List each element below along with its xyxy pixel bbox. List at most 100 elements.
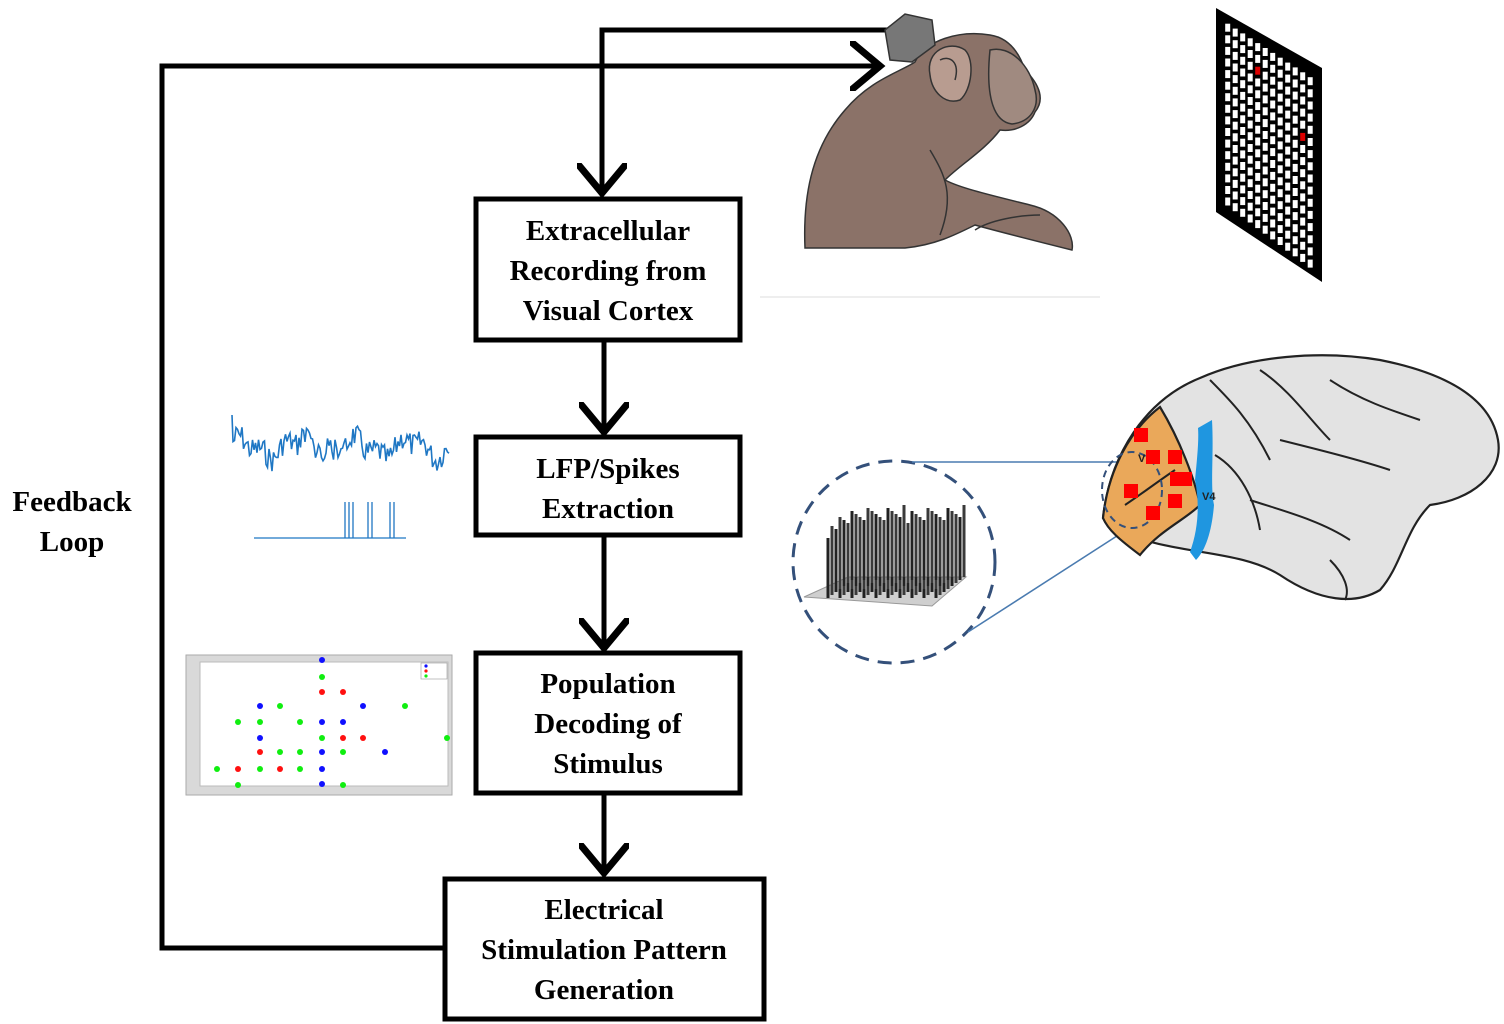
stimulus-grid-cell — [1247, 38, 1253, 47]
scatter-dot — [319, 735, 325, 741]
stimulus-grid-cell — [1277, 105, 1283, 114]
stimulus-grid-cell — [1225, 128, 1231, 136]
stimulus-grid-cell — [1247, 108, 1253, 117]
scatter-dot — [402, 703, 408, 709]
scatter-dot — [340, 719, 346, 725]
v4-label: V4 — [1202, 491, 1216, 503]
stimulus-grid-cell — [1225, 186, 1231, 194]
stimulus-grid-cells — [1225, 23, 1313, 268]
stimulus-grid-cell — [1225, 174, 1231, 183]
scatter-dot — [360, 703, 366, 709]
stimulus-grid-cell — [1247, 120, 1253, 129]
stimulus-grid-cell — [1292, 163, 1298, 172]
stimulus-grid-cell — [1247, 167, 1253, 176]
scatter-dot — [360, 735, 366, 741]
stimulus-grid-cell — [1300, 96, 1306, 105]
stimulus-grid-cell — [1277, 165, 1283, 174]
stimulus-grid-cell — [1277, 225, 1283, 234]
headpost-to-recording-arrow — [602, 27, 895, 193]
stimulus-grid-cell — [1247, 214, 1253, 223]
stimulus-grid-cell — [1270, 195, 1276, 204]
flow-arrows — [159, 27, 895, 951]
stimulus-grid-cell — [1225, 197, 1231, 206]
stimulus-grid-cell — [1247, 85, 1253, 94]
stimulus-grid-cell — [1285, 230, 1291, 239]
stimulus-grid-cell — [1232, 98, 1238, 107]
stimulus-grid-cell — [1255, 220, 1261, 229]
stimulus-grid-cell — [1300, 72, 1306, 81]
box-stimulation-line-3: Generation — [534, 974, 674, 1006]
stimulus-grid-cell — [1232, 110, 1238, 119]
stimulus-grid-cell — [1262, 59, 1268, 68]
scatter-dots — [214, 657, 450, 788]
stimulus-grid-cell — [1270, 100, 1276, 109]
stimulus-grid-cell — [1225, 23, 1231, 32]
stimulus-grid-cell — [1292, 151, 1298, 160]
stimulus-grid-cell — [1240, 127, 1246, 135]
scatter-dot — [319, 781, 325, 787]
stimulus-grid-cell — [1300, 157, 1306, 166]
stimulus-grid-cell — [1240, 173, 1246, 182]
scatter-dot — [257, 735, 263, 741]
stimulus-grid-cell — [1285, 62, 1291, 71]
stimulus-grid-cell — [1232, 40, 1238, 49]
stimulus-grid-cell — [1270, 64, 1276, 73]
scatter-dot — [444, 735, 450, 741]
stimulus-grid-cell — [1277, 141, 1283, 150]
v4-region — [1190, 420, 1214, 560]
stimulus-grid-cell — [1307, 138, 1313, 146]
box-decoding: Population Decoding of Stimulus — [473, 650, 743, 796]
stimulus-grid-cell — [1262, 71, 1268, 80]
stimulus-grid-cell — [1292, 91, 1298, 100]
stimulus-grid-cell — [1247, 155, 1253, 164]
stimulus-grid-cell — [1262, 190, 1268, 199]
feedback-label-line-1: Feedback — [12, 486, 132, 518]
stimulus-grid-cell — [1255, 54, 1261, 63]
stimulus-grid-cell — [1232, 156, 1238, 165]
stimulus-grid-cell — [1307, 186, 1313, 195]
stimulus-grid-cell — [1285, 146, 1291, 155]
headpost-icon — [884, 13, 936, 63]
stimulus-grid-cell — [1255, 102, 1261, 111]
stimulus-grid-cell — [1300, 241, 1306, 250]
stimulus-grid-cell — [1225, 139, 1231, 148]
stimulus-grid-cell — [1262, 154, 1268, 163]
stimulus-grid-cell — [1277, 57, 1283, 66]
stimulus-grid-cell — [1240, 80, 1246, 89]
stimulus-grid-cell — [1225, 70, 1231, 79]
scatter-dot — [319, 689, 325, 695]
stimulus-grid-cell — [1262, 131, 1268, 139]
stimulus-grid-cell — [1262, 48, 1268, 56]
stimulus-grid-cell — [1285, 86, 1291, 95]
monkey-ear — [928, 45, 972, 102]
lfp-trace — [231, 414, 450, 472]
decoding-scatter-thumbnail — [185, 654, 453, 796]
scatter-dot — [257, 766, 263, 772]
stimulus-grid-cell — [1247, 50, 1253, 58]
scatter-dot — [257, 703, 263, 709]
stimulus-grid-cell — [1307, 235, 1313, 244]
stimulus-grid-cell — [1232, 145, 1238, 153]
stimulus-grid-cell — [1300, 253, 1306, 262]
box-extraction-line-2: Extraction — [542, 493, 674, 525]
stimulus-grid-cell — [1247, 61, 1253, 70]
scatter-dot — [319, 766, 325, 772]
stimulus-grid-cell — [1240, 68, 1246, 77]
stimulus-grid-cell — [1300, 181, 1306, 190]
stimulus-grid-cell — [1240, 45, 1246, 54]
stimulus-grid-cell — [1292, 236, 1298, 245]
stimulus-grid-cell — [1307, 89, 1313, 98]
stimulus-grid-cell — [1225, 81, 1231, 90]
box-extraction-line-1: LFP/Spikes — [536, 453, 679, 485]
stimulus-grid-cell — [1307, 162, 1313, 171]
stimulus-grid-cell — [1232, 121, 1238, 130]
scatter-dot — [340, 782, 346, 788]
box-stimulation: Electrical Stimulation Pattern Generatio… — [442, 876, 767, 1022]
spike-train — [254, 502, 406, 539]
stimulus-grid-cell — [1307, 198, 1313, 207]
stimulus-grid-cell — [1232, 51, 1238, 60]
stimulus-grid-cell — [1292, 188, 1298, 196]
stimulus-grid-cell — [1232, 179, 1238, 188]
stimulus-grid-cell — [1277, 117, 1283, 126]
